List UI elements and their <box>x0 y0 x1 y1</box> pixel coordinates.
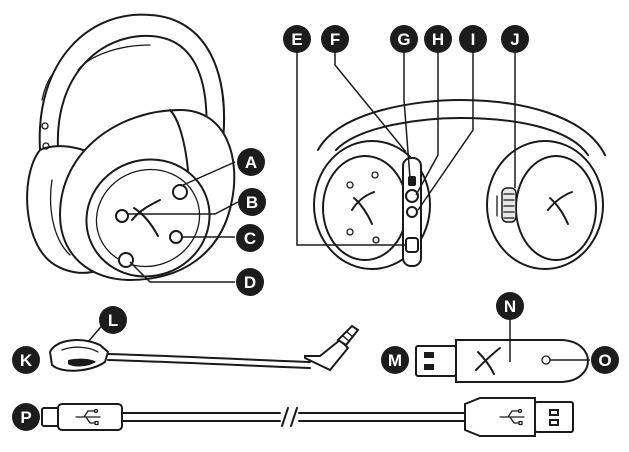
cable-left-segment <box>122 413 280 421</box>
callout-e: E <box>283 25 311 53</box>
callout-f-label: F <box>330 30 340 49</box>
callout-p-label: P <box>20 408 31 427</box>
switch-e[interactable] <box>406 238 418 252</box>
button-d[interactable] <box>119 253 133 267</box>
callout-c: C <box>236 224 264 252</box>
usb-a-pin-1 <box>550 410 558 415</box>
usb-plug-pin-1 <box>424 352 434 358</box>
leader-f <box>335 52 406 152</box>
cable-break <box>282 408 297 426</box>
callout-m-label: M <box>388 351 402 370</box>
callout-i-label: I <box>471 30 476 49</box>
callout-c-label: C <box>244 229 256 248</box>
callout-d-label: D <box>244 273 256 292</box>
callout-g: G <box>390 25 418 53</box>
mic-plug-tip <box>338 326 358 345</box>
callout-e-label: E <box>291 30 302 49</box>
headset-side-view <box>27 15 234 294</box>
callout-h: H <box>424 25 452 53</box>
callout-d: D <box>236 268 264 296</box>
callout-b-label: B <box>246 193 258 212</box>
callout-f: F <box>321 25 349 53</box>
callout-n: N <box>496 292 524 320</box>
button-b[interactable] <box>116 210 128 222</box>
callout-l-label: L <box>108 311 118 330</box>
callout-p: P <box>12 403 40 431</box>
port-i[interactable] <box>407 207 417 217</box>
callout-l: L <box>99 306 127 334</box>
callout-o-label: O <box>598 351 611 370</box>
port-g[interactable] <box>408 176 416 186</box>
callout-a-label: A <box>245 153 257 172</box>
headband-stitch <box>78 45 150 70</box>
callout-n-label: N <box>504 297 516 316</box>
button-a[interactable] <box>173 185 187 199</box>
callout-k: K <box>12 346 40 374</box>
adapter-body-n <box>456 340 588 382</box>
callout-m: M <box>381 346 409 374</box>
usb-a-pin-2 <box>550 420 558 425</box>
usb-wireless-adapter <box>416 340 588 382</box>
callout-o: O <box>591 346 619 374</box>
cable-right-segment <box>299 413 465 421</box>
charging-cable <box>42 398 573 436</box>
usb-plug-pin-2 <box>424 364 434 370</box>
callout-b: B <box>238 188 266 216</box>
mic-plug-body <box>305 340 348 370</box>
volume-wheel-j[interactable] <box>502 188 516 222</box>
callout-h-label: H <box>432 30 444 49</box>
callout-g-label: G <box>397 30 410 49</box>
usb-a-plug <box>535 402 573 432</box>
headset-top-view <box>314 100 605 269</box>
top-right-plate <box>516 156 596 260</box>
port-h[interactable] <box>406 190 418 202</box>
callout-i: I <box>459 25 487 53</box>
callout-k-label: K <box>20 351 33 370</box>
callout-j: J <box>501 25 529 53</box>
usb-plug-m[interactable] <box>416 346 456 376</box>
callout-j-label: J <box>510 30 519 49</box>
hinge-screw-1 <box>42 123 48 129</box>
button-c[interactable] <box>170 231 182 243</box>
callout-a: A <box>237 148 265 176</box>
